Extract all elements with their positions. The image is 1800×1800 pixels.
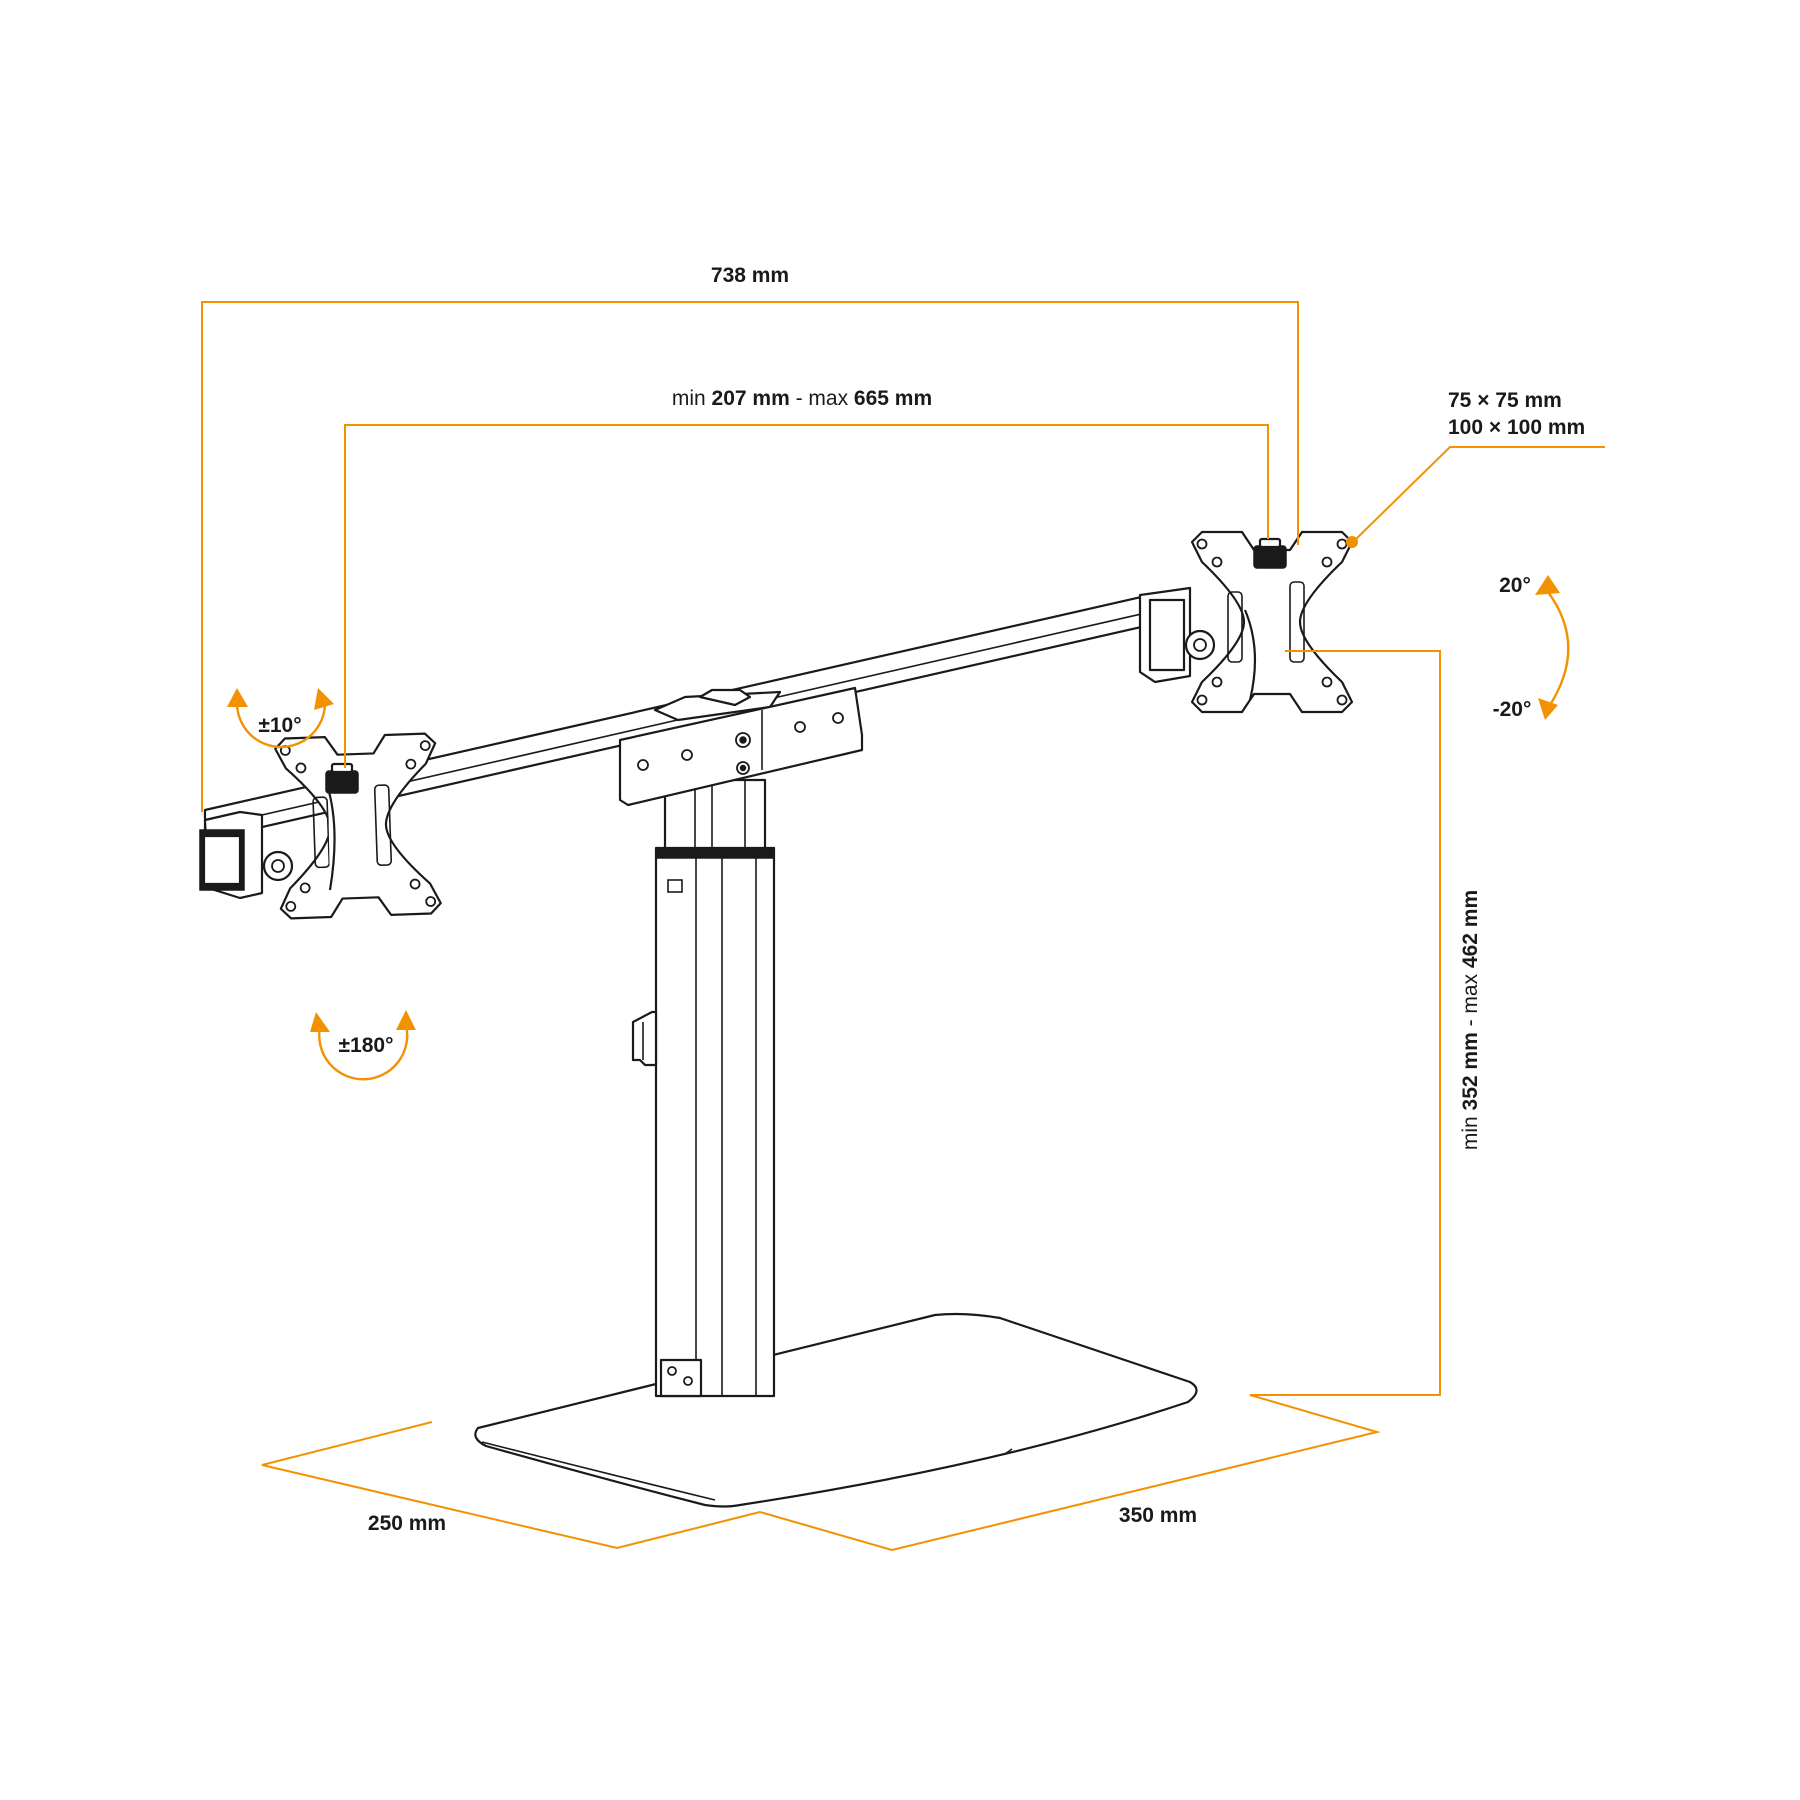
vesa-leader-line — [1354, 446, 1605, 541]
rotation-arrow — [310, 1010, 416, 1081]
total-width-label: 738 mm — [711, 264, 789, 287]
tilt-arrow — [1535, 575, 1570, 720]
center-bracket — [618, 686, 864, 807]
vesa-hole-marker — [1346, 536, 1358, 548]
right-monitor-mount — [1138, 530, 1354, 714]
column — [631, 778, 776, 1398]
base-depth-label: 250 mm — [368, 1512, 446, 1535]
tilt-down-label: -20° — [1493, 698, 1532, 721]
base-width-label: 350 mm — [1119, 1504, 1197, 1527]
swivel-label: ±10° — [258, 714, 301, 737]
height-dimension-line — [1250, 650, 1441, 1396]
swivel-arrow — [227, 688, 334, 749]
vesa-label-line1: 75 × 75 mm — [1448, 389, 1562, 412]
vesa-label-line2: 100 × 100 mm — [1448, 416, 1585, 439]
tilt-up-label: 20° — [1499, 574, 1531, 597]
dimension-lines — [201, 301, 1605, 1552]
arm-span-dimension-line — [344, 424, 1269, 768]
left-monitor-mount — [199, 732, 443, 920]
rotation-label: ±180° — [339, 1034, 394, 1057]
base-depth-dimension-line — [261, 1421, 761, 1550]
base-plate — [474, 1312, 1198, 1508]
base-width-dimension-line — [759, 1394, 1381, 1552]
total-width-dimension-line — [201, 301, 1299, 812]
stand-drawing — [199, 530, 1354, 1508]
height-label: min 352 mm - max 462 mm — [1459, 890, 1482, 1150]
arm-span-label: min 207 mm - max 665 mm — [672, 387, 932, 410]
